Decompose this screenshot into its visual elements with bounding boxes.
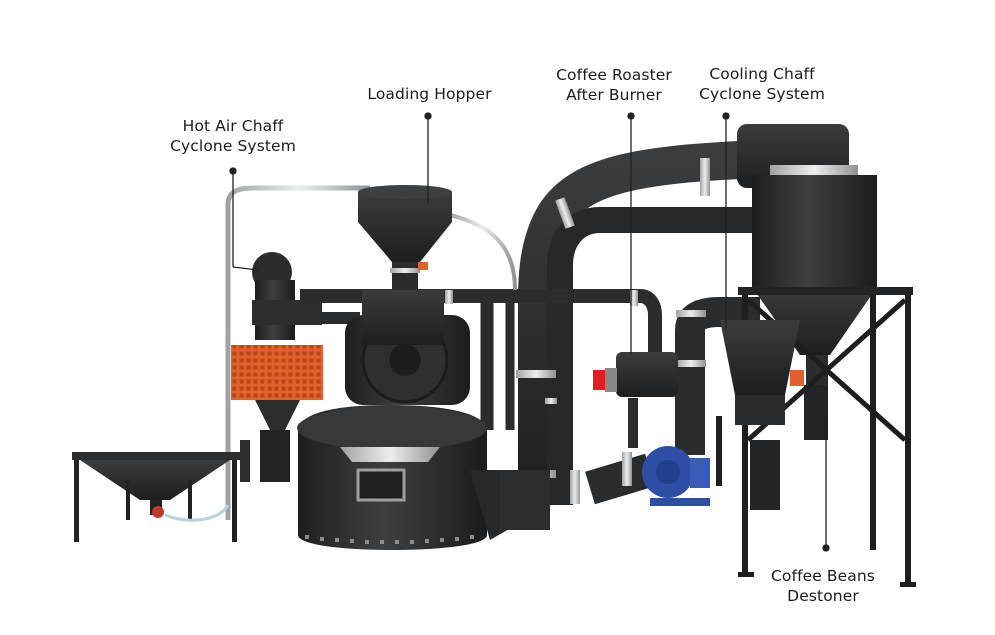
leader-dot-destoner: [822, 544, 830, 552]
destoner: [716, 320, 800, 510]
label-loading-hopper: Loading Hopper: [367, 85, 492, 103]
leader-dot-after-burner: [627, 112, 635, 120]
cooling-chaff-cyclone: [737, 124, 916, 587]
cooling-tray-vent-holes: [305, 535, 474, 544]
loading-hopper: [358, 192, 452, 262]
label-hot-air-chaff-cyclone: Hot Air Chaff Cyclone System: [170, 117, 296, 155]
ducting: [225, 141, 765, 520]
label-destoner: Coffee Beans Destoner: [771, 567, 875, 605]
label-after-burner: Coffee Roaster After Burner: [556, 66, 672, 104]
destoner-feed-hopper: [72, 452, 240, 542]
hot-air-chaff-cyclone: [231, 252, 323, 482]
leader-lines: [229, 112, 830, 552]
leader-dot-cooling-chaff: [722, 112, 730, 120]
leader-dot-loading-hopper: [424, 112, 432, 120]
after-burner: [593, 352, 678, 448]
label-cooling-chaff-cyclone: Cooling Chaff Cyclone System: [699, 65, 825, 103]
blower: [642, 446, 710, 506]
leader-dot-hot-air-chaff: [229, 167, 237, 175]
coffee-roaster: [297, 185, 550, 550]
orange-grid-panel: [231, 345, 323, 400]
